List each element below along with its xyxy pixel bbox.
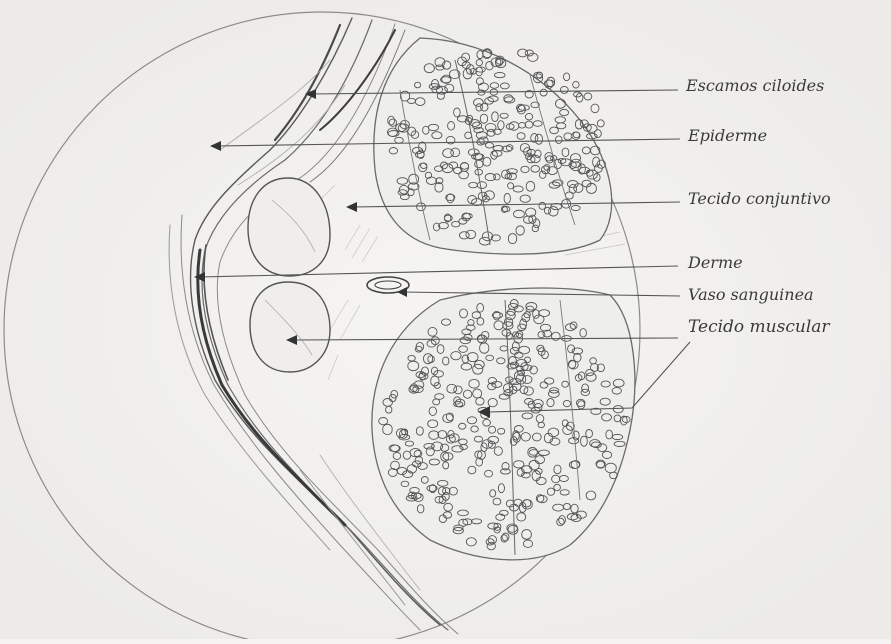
label-escamas-cicloides: Escamos ciloides <box>685 76 824 95</box>
label-vaso-sanguineo: Vaso sanguinea <box>688 285 814 304</box>
label-epiderme: Epiderme <box>687 126 767 145</box>
label-derme: Derme <box>687 253 743 272</box>
label-tecido-muscular: Tecido muscular <box>688 317 830 337</box>
label-tecido-conjuntivo: Tecido conjuntivo <box>688 189 831 208</box>
